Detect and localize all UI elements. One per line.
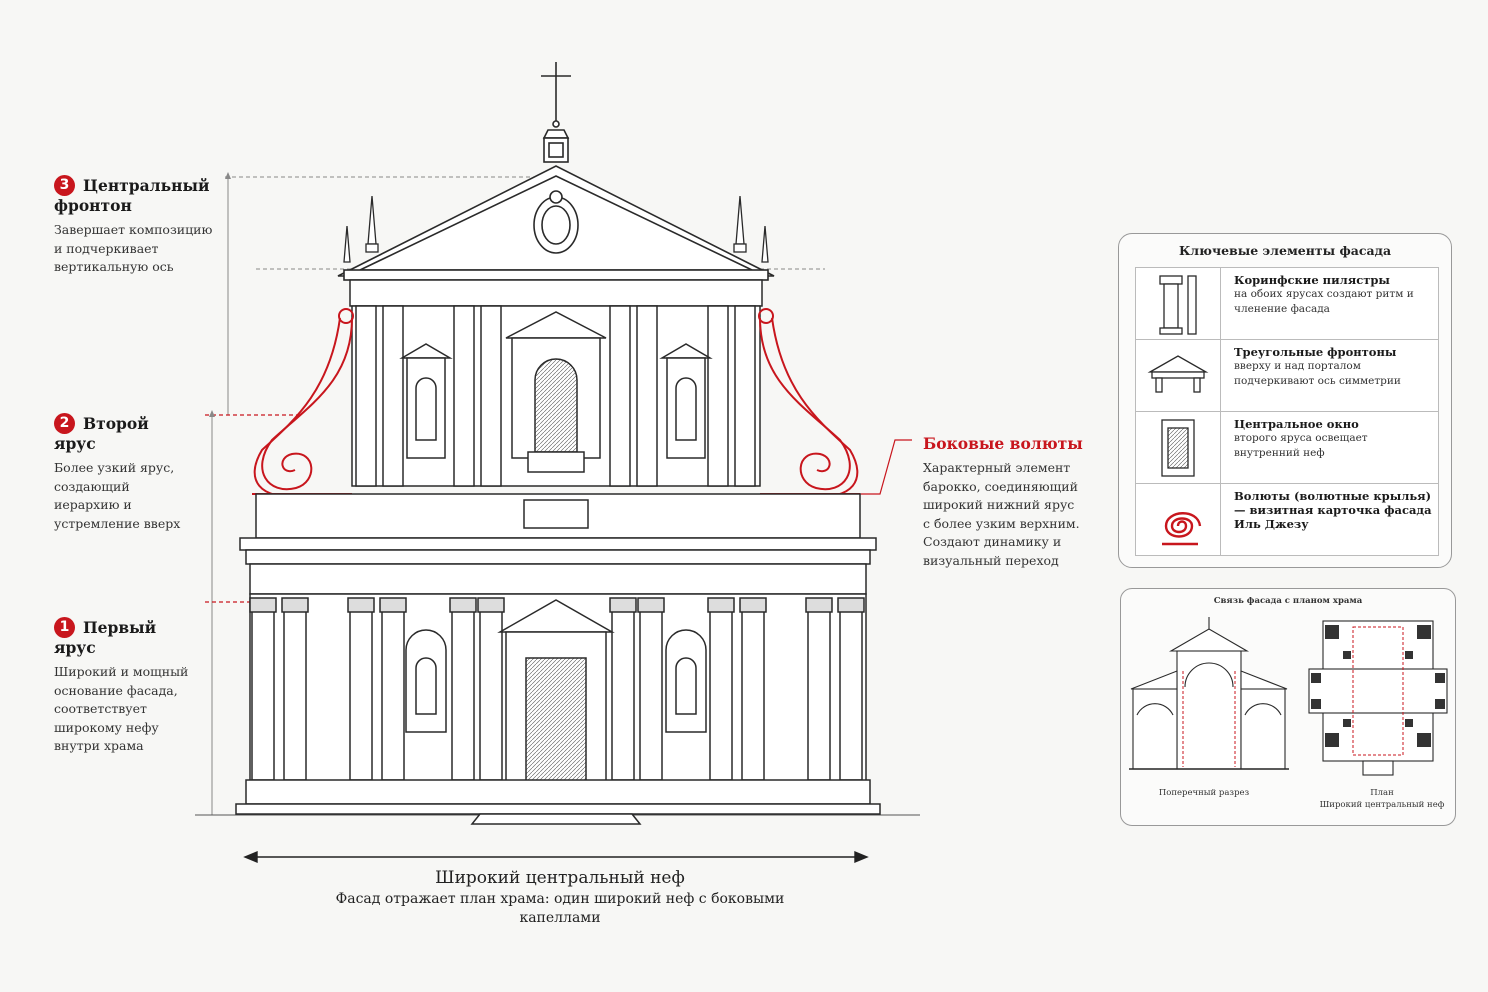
legend-item-title: Центральное окно xyxy=(1234,417,1359,431)
plan-caption-title: План xyxy=(1370,788,1394,798)
bottom-title: Широкий центральный неф xyxy=(435,868,685,888)
label-title: Боковые волюты xyxy=(923,434,1083,453)
legend-panel: Ключевые элементы фасада Коринфские пиля… xyxy=(1118,233,1452,568)
plan-panel: Связь фасада с планом храма xyxy=(1120,588,1456,826)
window-icon xyxy=(1161,419,1195,477)
legend-item-title: Треугольные фронтоны xyxy=(1234,345,1397,359)
upper-tier xyxy=(349,279,763,487)
lower-tier xyxy=(235,593,881,825)
number-badge: 3 xyxy=(54,175,75,196)
red-leaders xyxy=(205,414,912,603)
attic-band xyxy=(239,493,877,595)
legend-title: Ключевые элементы фасада xyxy=(1178,243,1392,258)
section-drawing xyxy=(1129,617,1289,770)
plan-panel-title: Связь фасада с планом храма xyxy=(1213,596,1363,606)
label-side-volutes: Боковые волюты Характерный элемент барок… xyxy=(923,434,1083,570)
legend-item-text: на обоих ярусах создают ритм и членение … xyxy=(1234,288,1414,315)
section-caption: Поперечный разрез xyxy=(1158,788,1250,798)
label-text: Более узкий ярус, создающий иерархию и у… xyxy=(54,460,181,531)
number-badge: 1 xyxy=(54,617,75,638)
legend-item-text: второго яруса освещает внутренний неф xyxy=(1234,432,1368,459)
central-pediment xyxy=(337,165,775,281)
finials xyxy=(343,195,769,263)
bottom-subtitle: Фасад отражает план храма: один широкий … xyxy=(335,891,785,926)
facade-drawing xyxy=(195,62,920,864)
label-title: Второй ярус xyxy=(54,414,149,453)
label-title: Первый ярус xyxy=(54,618,157,657)
pediment-icon xyxy=(1147,355,1209,393)
volute-icon xyxy=(1162,512,1202,546)
cross-lantern xyxy=(541,62,571,163)
legend-item-volutes: Волюты (волютные крылья) — визитная карт… xyxy=(1135,483,1439,556)
label-title: Центральный фронтон xyxy=(54,176,210,215)
plan-drawings xyxy=(1129,617,1448,776)
label-text: Характерный элемент барокко, соединяющий… xyxy=(923,460,1080,568)
pilaster-icon xyxy=(1159,275,1197,335)
width-arrow xyxy=(243,850,869,864)
number-badge: 2 xyxy=(54,413,75,434)
label-text: Завершает композицию и подчеркивает верт… xyxy=(54,222,213,274)
floor-plan-drawing xyxy=(1308,620,1448,776)
plan-caption-text: Широкий центральный неф xyxy=(1319,800,1445,810)
legend-item-title: Коринфские пилястры xyxy=(1234,273,1390,287)
legend-item-text: вверху и над порталом подчеркивают ось с… xyxy=(1234,360,1401,387)
label-text: Широкий и мощный основание фасада, соотв… xyxy=(54,664,189,753)
legend-item-title: Волюты (волютные крылья) — визитная карт… xyxy=(1234,489,1432,531)
